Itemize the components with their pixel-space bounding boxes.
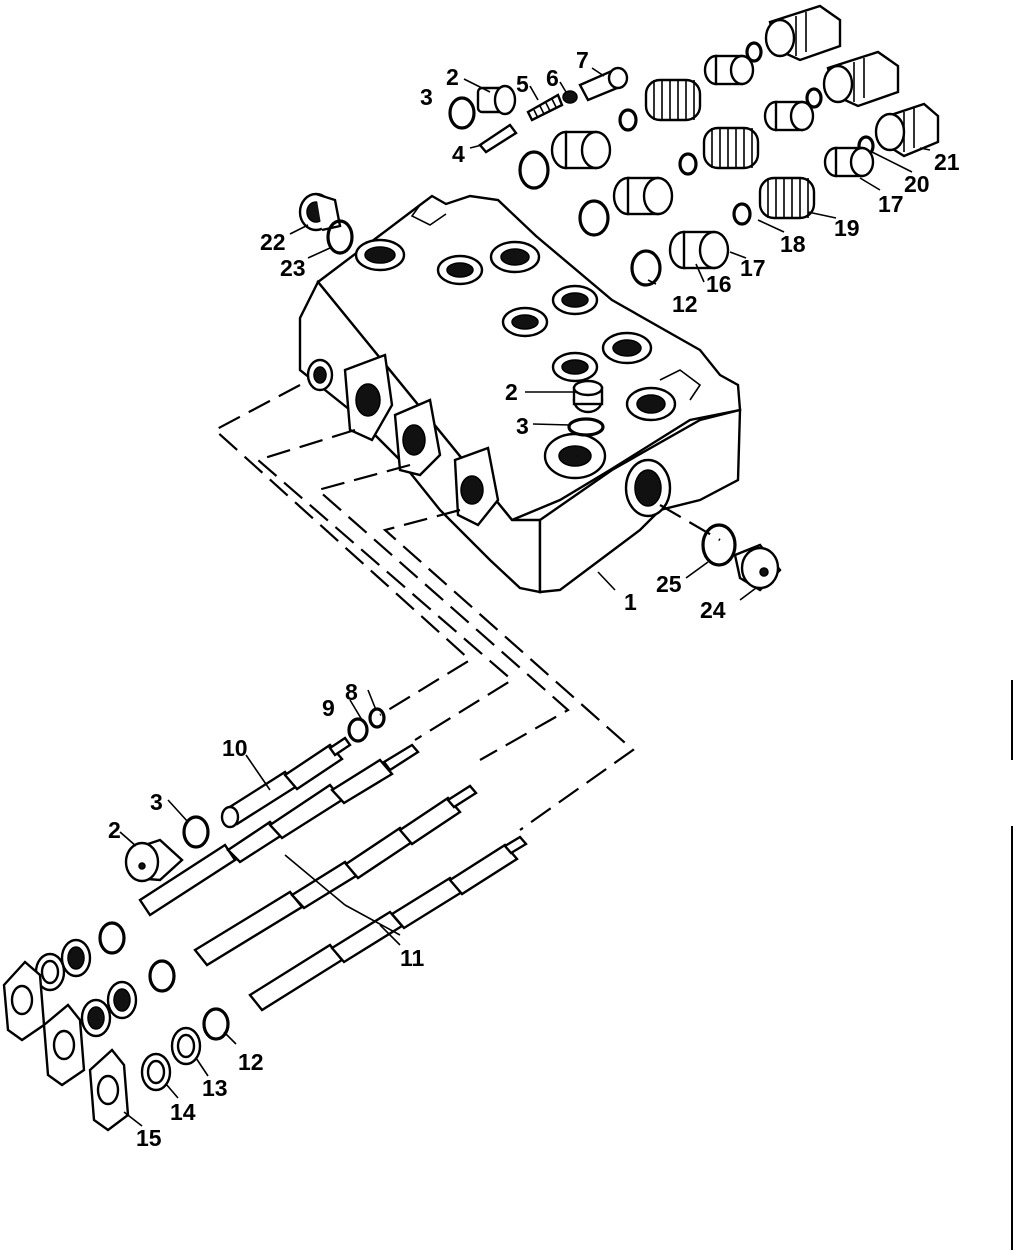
callout-22: 22 [260, 229, 286, 255]
spring-icon [526, 93, 564, 122]
callout-14: 14 [170, 1099, 196, 1125]
o-ring-icon [326, 219, 354, 255]
callout-11: 11 [400, 945, 425, 971]
callout-15: 15 [136, 1125, 162, 1151]
adjuster-icon [578, 66, 629, 102]
callout-1: 1 [624, 589, 637, 615]
callout-21: 21 [934, 149, 960, 175]
callout-17: 17 [740, 255, 766, 281]
callout-2: 2 [446, 64, 459, 90]
leader-lines [119, 67, 931, 1127]
o-ring-icon [518, 41, 875, 287]
callout-4: 4 [452, 141, 465, 167]
callout-7: 7 [576, 47, 589, 73]
spool-icon [138, 743, 420, 917]
callout-5: 5 [516, 71, 529, 97]
callout-23: 23 [280, 255, 306, 281]
plug-icon [124, 838, 184, 883]
callout-3: 3 [150, 789, 163, 815]
callout-8: 8 [345, 679, 358, 705]
callout-3: 3 [420, 84, 433, 110]
callout-20: 20 [904, 171, 930, 197]
end-cap-icon [764, 4, 940, 158]
callout-2: 2 [108, 817, 121, 843]
callout-10: 10 [222, 735, 248, 761]
spool-icon [248, 835, 528, 1012]
callout-25: 25 [656, 571, 682, 597]
body-ports [306, 238, 677, 518]
spool-icon [220, 736, 352, 829]
callout-3: 3 [516, 413, 529, 439]
callout-16: 16 [706, 271, 732, 297]
flange-plate-icon [2, 960, 130, 1132]
callout-9: 9 [322, 695, 335, 721]
callout-17: 17 [878, 191, 904, 217]
callout-12: 12 [672, 291, 698, 317]
plug-icon [476, 84, 517, 116]
callout-18: 18 [780, 231, 806, 257]
callout-2: 2 [505, 379, 518, 405]
spool-connector [284, 854, 401, 936]
retainer-icon [550, 130, 730, 270]
callout-6: 6 [546, 65, 559, 91]
callout-12: 12 [238, 1049, 264, 1075]
poppet-icon [478, 123, 518, 154]
callout-19: 19 [834, 215, 860, 241]
o-ring-icon [347, 717, 369, 743]
plug-icon [298, 192, 342, 232]
callout-13: 13 [202, 1075, 228, 1101]
o-ring-icon [368, 707, 386, 729]
o-ring-icon [448, 96, 476, 130]
o-ring-icon [182, 815, 210, 849]
plug-icon [572, 379, 604, 414]
plug-icon [733, 543, 782, 592]
spool-icon [193, 784, 478, 967]
o-ring-icon [567, 417, 605, 437]
valve-body-icon [298, 194, 742, 594]
o-ring-icon [701, 523, 737, 567]
callout-24: 24 [700, 597, 726, 623]
body-flange-bosses [343, 353, 500, 527]
assembly-lines [213, 384, 721, 831]
spring-seat-icon [703, 54, 875, 178]
callouts: 1 2 2 2 3 3 3 4 5 6 7 8 9 10 11 12 12 13… [108, 47, 960, 1151]
seal-icon [34, 938, 202, 1092]
spring-icon [644, 78, 816, 220]
o-ring-icon [98, 921, 230, 1041]
ball-icon [562, 90, 578, 104]
